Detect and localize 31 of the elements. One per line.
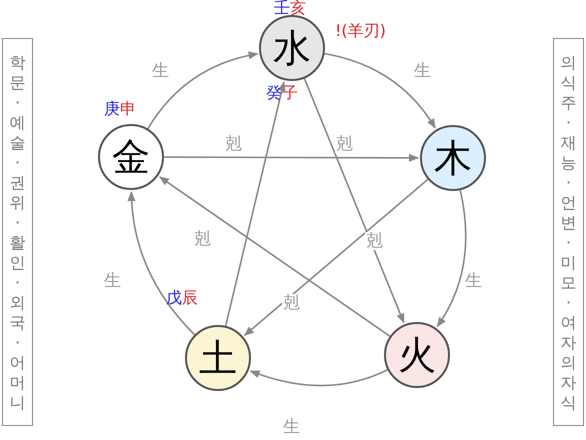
arrow — [164, 154, 419, 162]
stem-branch-label: 戊辰 — [166, 289, 198, 306]
stem-branch-label: 癸子 — [266, 84, 298, 101]
edge-label: 生 — [413, 62, 432, 80]
arrow — [128, 191, 196, 336]
vertical-text-box: 의식주·재능·언변·미모·여자의자식 — [553, 38, 584, 426]
stem-branch-label: !(羊刃) — [335, 22, 386, 39]
vertical-text-box: 학문·예술·권위·활인·외국·어머니 — [2, 38, 33, 426]
element-circle: 水 — [259, 15, 325, 81]
edge-label: 剋 — [193, 230, 212, 248]
edge-label: 生 — [151, 62, 170, 80]
edge-label: 剋 — [335, 135, 354, 153]
arrow — [250, 369, 388, 386]
stem-branch-label: 庚申 — [104, 100, 136, 117]
edge-label: 生 — [103, 272, 122, 290]
arrow — [158, 176, 390, 337]
arrow — [147, 52, 258, 130]
arrow — [436, 190, 466, 328]
arrow — [324, 52, 436, 129]
edge-label: 剋 — [224, 135, 243, 153]
edge-label: 生 — [464, 272, 483, 290]
edge-label: 剋 — [282, 294, 301, 312]
arrow — [244, 178, 428, 336]
element-circle: 火 — [384, 322, 450, 388]
element-circle: 木 — [420, 125, 486, 191]
element-circle: 土 — [185, 325, 251, 391]
element-circle: 金 — [98, 124, 164, 190]
edge-label: 生 — [282, 418, 301, 436]
arrow — [304, 78, 405, 324]
edge-label: 剋 — [365, 232, 384, 250]
arrow — [224, 81, 286, 326]
